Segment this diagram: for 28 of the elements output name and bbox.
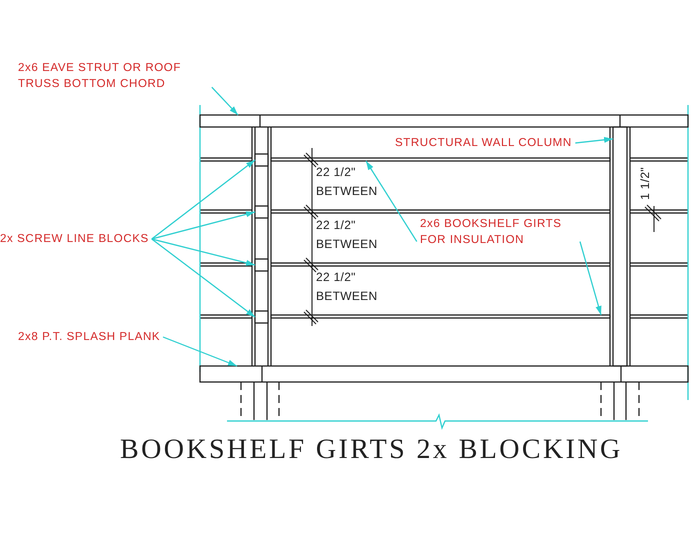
bookshelf-girt <box>270 314 611 319</box>
screw-line-block <box>254 310 269 324</box>
wall-column <box>612 126 628 367</box>
callout-text: 2x8 P.T. SPLASH PLANK <box>18 329 160 345</box>
callout-text: 2x SCREW LINE BLOCKS <box>0 231 149 247</box>
screw-line-block <box>254 205 269 219</box>
leader-line <box>579 241 602 316</box>
dimension-text: 1 1/2" <box>636 167 653 200</box>
drawing-title: BOOKSHELF GIRTS 2x BLOCKING <box>120 434 623 466</box>
leader-line <box>152 238 256 266</box>
bookshelf-girt <box>270 157 611 162</box>
leader-line <box>211 86 238 116</box>
screw-line-block <box>254 258 269 272</box>
leader-line <box>151 238 256 318</box>
callout-text: 2x6 BOOKSHELF GIRTS FOR INSULATION <box>420 216 580 248</box>
leader-line <box>162 336 238 367</box>
leader-line <box>151 160 256 240</box>
callout-text: STRUCTURAL WALL COLUMN <box>395 135 572 151</box>
leader-line <box>575 136 614 144</box>
screw-line-block <box>254 153 269 167</box>
callout-text: 2x6 EAVE STRUT OR ROOF TRUSS BOTTOM CHORD <box>18 60 208 92</box>
leader-line <box>152 211 256 240</box>
dimension-text: 22 1/2" BETWEEN <box>316 217 378 253</box>
dimension-text: 22 1/2" BETWEEN <box>316 269 378 305</box>
splash-plank <box>199 365 689 383</box>
leader-line <box>366 160 418 242</box>
eave-strut <box>199 114 689 128</box>
dimension-text: 22 1/2" BETWEEN <box>316 164 378 200</box>
